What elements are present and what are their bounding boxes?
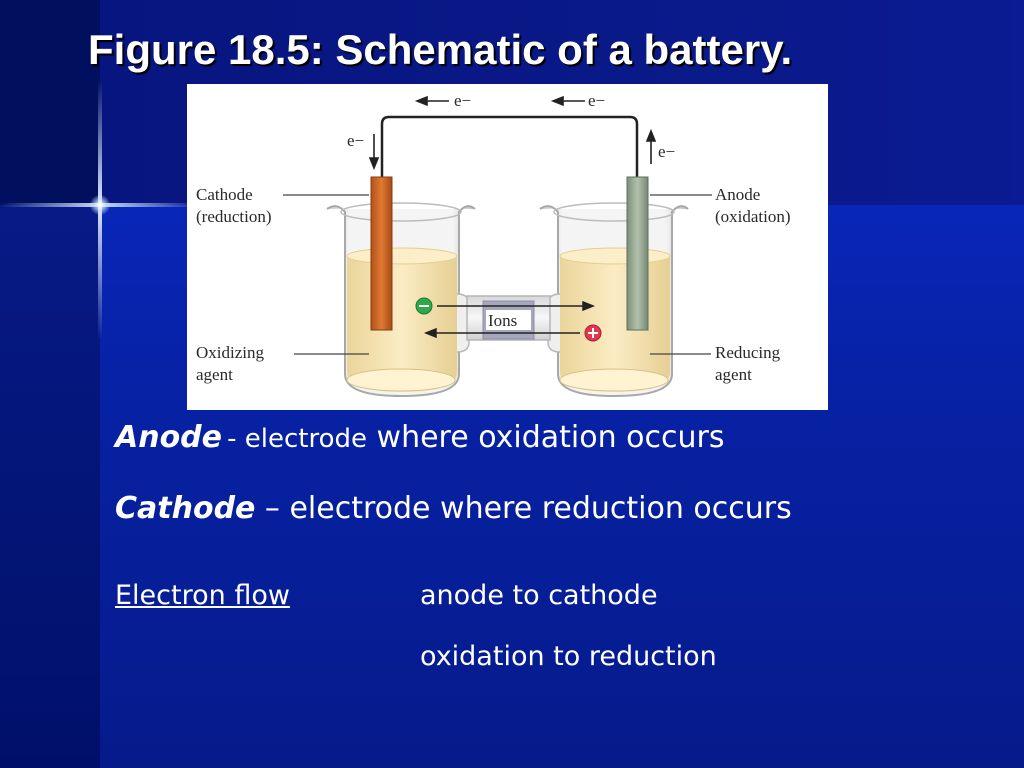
left-beaker (326, 202, 476, 398)
external-wire (380, 115, 639, 179)
electron-label-cathode: e− (347, 131, 365, 150)
oxidizing-agent-label-line1: Oxidizing (196, 343, 264, 362)
anode-electrode-word: electrode (244, 424, 367, 454)
battery-schematic-drawing (283, 95, 712, 398)
anode-definition-text: where oxidation occurs (367, 420, 725, 455)
anode-label: Anode (715, 185, 761, 204)
electron-arrow-top-left (414, 95, 449, 107)
negative-ion-icon (415, 297, 433, 315)
ion-arrow-right (437, 300, 596, 312)
electron-flow-heading: Electron flow (115, 580, 290, 611)
reducing-agent-label-line1: Reducing (715, 343, 781, 362)
electron-flow-line2: oxidation to reduction (420, 641, 717, 672)
cathode-label: Cathode (196, 185, 253, 204)
electron-arrow-down (368, 134, 380, 171)
cathode-definition-text: – electrode where reduction occurs (255, 491, 792, 526)
electron-flow-line1: anode to cathode (420, 580, 658, 611)
electron-flow-label: Electron flow (115, 580, 290, 611)
reducing-agent-label-line2: agent (715, 365, 752, 384)
electron-arrow-top-right (550, 95, 585, 107)
cathode-definition: Cathode – electrode where reduction occu… (115, 491, 792, 526)
slide-title: Figure 18.5: Schematic of a battery. (88, 26, 793, 73)
oxidizing-agent-label-line2: agent (196, 365, 233, 384)
anode-rod (626, 176, 649, 331)
electron-arrow-up (645, 128, 657, 164)
cathode-term: Cathode (115, 491, 256, 526)
electron-label-top-left: e− (454, 91, 472, 110)
anode-dash: - (227, 424, 245, 454)
background-left-lower (0, 205, 100, 768)
electron-label-anode: e− (658, 142, 676, 161)
right-beaker (539, 202, 689, 398)
cathode-sublabel: (reduction) (196, 207, 272, 226)
positive-ion-icon (584, 324, 602, 342)
electron-label-top-right: e− (588, 91, 606, 110)
ion-arrow-left (423, 327, 580, 339)
cathode-rod (370, 176, 393, 331)
anode-term: Anode (115, 420, 223, 455)
ions-label: Ions (488, 311, 518, 330)
anode-definition: Anode - electrode where oxidation occurs (115, 420, 724, 455)
lens-flare-center (90, 195, 110, 215)
battery-schematic-figure: e− e− e− e− Cathode (reduction) Anode (o… (187, 84, 828, 410)
anode-sublabel: (oxidation) (715, 207, 791, 226)
